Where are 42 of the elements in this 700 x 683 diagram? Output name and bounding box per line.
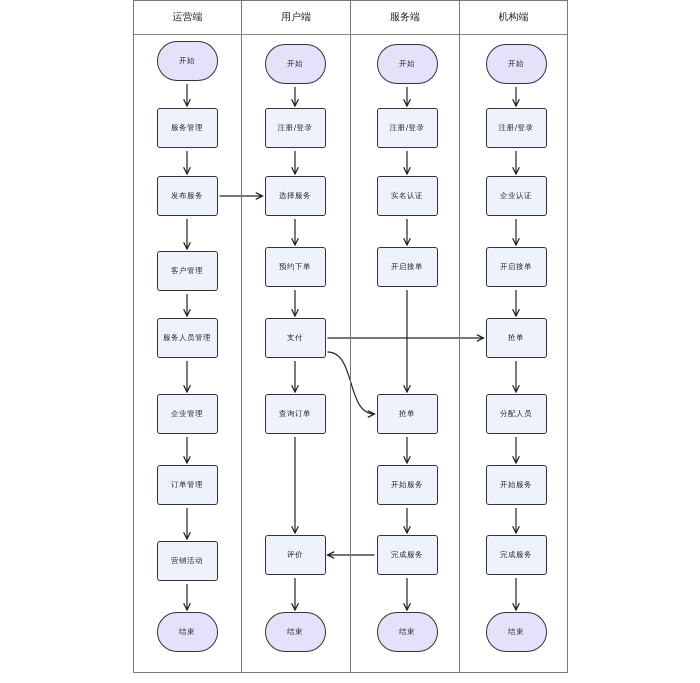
arrow [403, 219, 411, 246]
arrow [403, 290, 411, 393]
arrow [403, 87, 411, 107]
arrow [291, 87, 299, 107]
swimlane [241, 0, 351, 673]
arrow [512, 219, 520, 246]
swimlane [133, 0, 242, 673]
lane-header: 服务端 [351, 1, 459, 35]
arrow [512, 290, 520, 317]
lane-header: 运营端 [134, 1, 241, 35]
arrow [291, 290, 299, 317]
arrow [291, 437, 299, 534]
arrow [512, 361, 520, 393]
arrow [291, 219, 299, 246]
arrow [327, 351, 376, 417]
arrow [183, 84, 191, 107]
lane-header: 用户端 [242, 1, 350, 35]
lane-header: 机构端 [460, 1, 567, 35]
arrow [183, 508, 191, 540]
arrow [326, 551, 374, 559]
arrow [183, 437, 191, 464]
arrow [291, 361, 299, 393]
arrow [183, 294, 191, 317]
arrow [403, 437, 411, 464]
arrow [403, 151, 411, 175]
arrow [403, 578, 411, 611]
swimlane [459, 0, 568, 673]
arrow [183, 219, 191, 250]
arrow [512, 437, 520, 464]
arrow [328, 334, 484, 342]
arrow [183, 361, 191, 393]
arrow [183, 584, 191, 611]
arrow [183, 151, 191, 175]
swimlane [350, 0, 460, 673]
arrow [291, 151, 299, 175]
arrow [512, 578, 520, 611]
arrow [512, 151, 520, 175]
arrow [512, 87, 520, 107]
arrow [220, 192, 264, 200]
arrow [512, 508, 520, 534]
arrow [291, 578, 299, 611]
arrow [403, 508, 411, 534]
